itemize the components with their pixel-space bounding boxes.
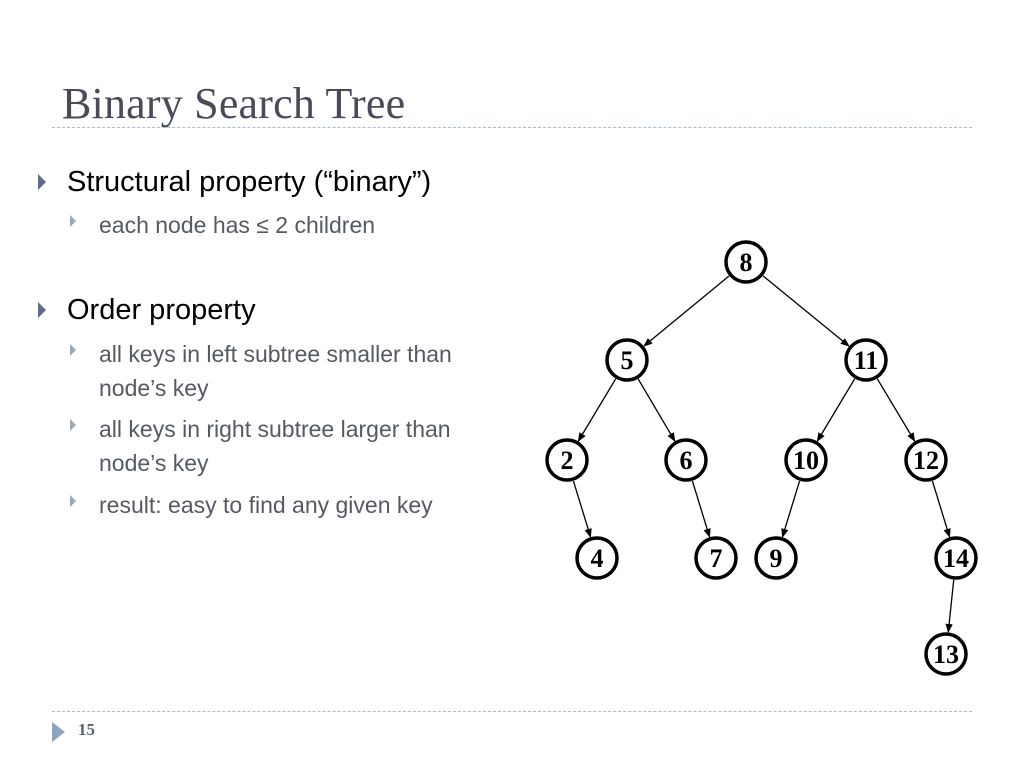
tree-edge-8-11 xyxy=(762,275,850,347)
bullet-arrow-icon xyxy=(38,174,46,190)
sub-bullet-text: all keys in right subtree larger than no… xyxy=(99,416,451,476)
sub-bullet-arrow-icon xyxy=(70,495,76,507)
tree-node-circle xyxy=(545,438,589,482)
tree-edge-2-4 xyxy=(572,480,592,538)
tree-node-circle xyxy=(575,536,619,580)
tree-node-circle xyxy=(605,338,649,382)
tree-node-7: 7 xyxy=(694,536,738,580)
bullet-order-property: Order property xyxy=(38,293,256,327)
sub-bullet-arrow-icon xyxy=(70,215,76,227)
tree-node-10: 10 xyxy=(784,438,828,482)
bullet-heading: Order property xyxy=(67,294,256,326)
tree-node-5: 5 xyxy=(605,338,649,382)
sub-bullet-text: result: easy to find any given key xyxy=(99,492,433,518)
tree-node-circle xyxy=(904,438,948,482)
sub-bullet-text: each node has ≤ 2 children xyxy=(99,212,376,238)
tree-edge-10-9 xyxy=(781,480,801,538)
tree-node-circle xyxy=(934,536,978,580)
tree-node-label: 9 xyxy=(770,544,783,573)
tree-node-circle xyxy=(694,536,738,580)
tree-node-2: 2 xyxy=(545,438,589,482)
tree-node-label: 13 xyxy=(933,640,959,669)
sub-bullet: each node has ≤ 2 children xyxy=(70,208,459,242)
tree-node-label: 12 xyxy=(913,446,939,475)
tree-node-label: 14 xyxy=(943,544,969,573)
sub-bullet: all keys in right subtree larger than no… xyxy=(70,412,459,480)
bullet-arrow-icon xyxy=(38,302,46,318)
footer-arrow-icon xyxy=(52,722,65,742)
tree-node-circle xyxy=(844,338,888,382)
tree-edge-14-13 xyxy=(945,579,955,634)
tree-edge-11-10 xyxy=(816,378,856,442)
tree-edge-12-14 xyxy=(931,480,951,538)
tree-node-11: 11 xyxy=(844,338,888,382)
tree-node-circle xyxy=(784,438,828,482)
tree-node-circle xyxy=(924,632,968,676)
footer-divider xyxy=(52,711,972,712)
sub-bullet-arrow-icon xyxy=(70,419,76,431)
sub-bullet: all keys in left subtree smaller than no… xyxy=(70,337,459,405)
title-divider xyxy=(52,127,972,128)
slide-title: Binary Search Tree xyxy=(62,79,406,128)
tree-node-8: 8 xyxy=(724,240,768,284)
bullet-structural-property: Structural property (“binary”) xyxy=(38,165,431,199)
tree-node-label: 4 xyxy=(591,544,604,573)
tree-node-label: 10 xyxy=(793,446,819,475)
tree-node-4: 4 xyxy=(575,536,619,580)
tree-edge-11-12 xyxy=(876,378,916,442)
tree-edge-5-2 xyxy=(577,378,617,442)
tree-node-circle xyxy=(754,536,798,580)
sub-bullet-arrow-icon xyxy=(70,344,76,356)
tree-node-14: 14 xyxy=(934,536,978,580)
tree-edge-5-6 xyxy=(637,378,676,442)
tree-node-label: 7 xyxy=(710,544,723,573)
tree-node-circle xyxy=(664,438,708,482)
sub-bullet-text: all keys in left subtree smaller than no… xyxy=(99,341,452,401)
tree-node-label: 2 xyxy=(561,446,574,475)
page-number: 15 xyxy=(78,720,95,739)
sub-bullet: result: easy to find any given key xyxy=(70,488,459,522)
tree-node-9: 9 xyxy=(754,536,798,580)
tree-node-label: 8 xyxy=(740,248,753,277)
tree-node-label: 5 xyxy=(621,346,634,375)
tree-node-12: 12 xyxy=(904,438,948,482)
bullet-heading: Structural property (“binary”) xyxy=(67,166,432,198)
tree-node-13: 13 xyxy=(924,632,968,676)
tree-node-label: 6 xyxy=(680,446,693,475)
tree-edge-8-5 xyxy=(643,275,730,347)
tree-node-circle xyxy=(724,240,768,284)
tree-node-label: 11 xyxy=(854,346,879,375)
tree-edge-6-7 xyxy=(691,480,711,538)
tree-node-6: 6 xyxy=(664,438,708,482)
